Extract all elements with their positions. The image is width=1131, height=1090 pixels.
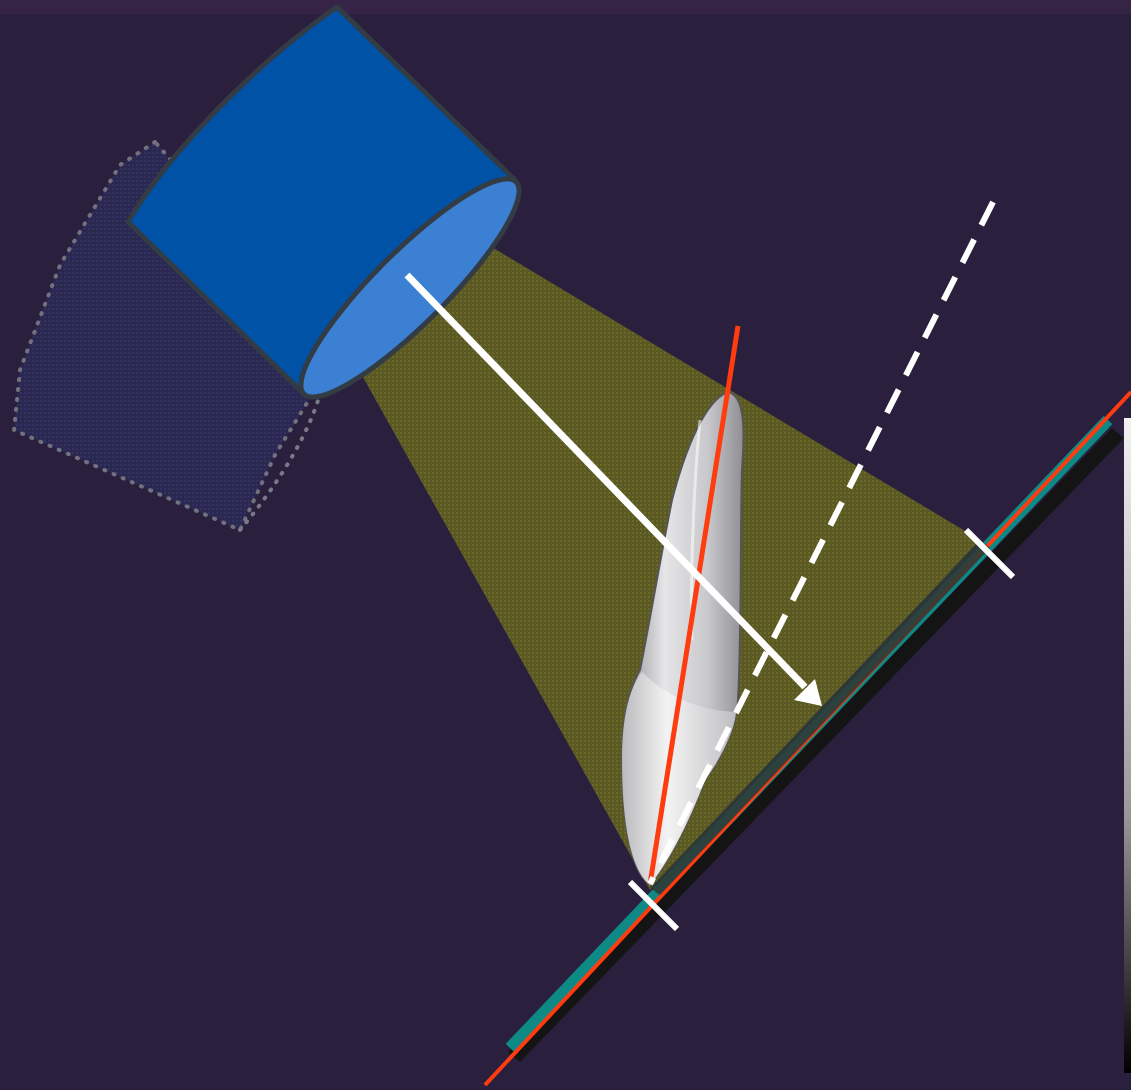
side-panel	[1124, 418, 1131, 1073]
